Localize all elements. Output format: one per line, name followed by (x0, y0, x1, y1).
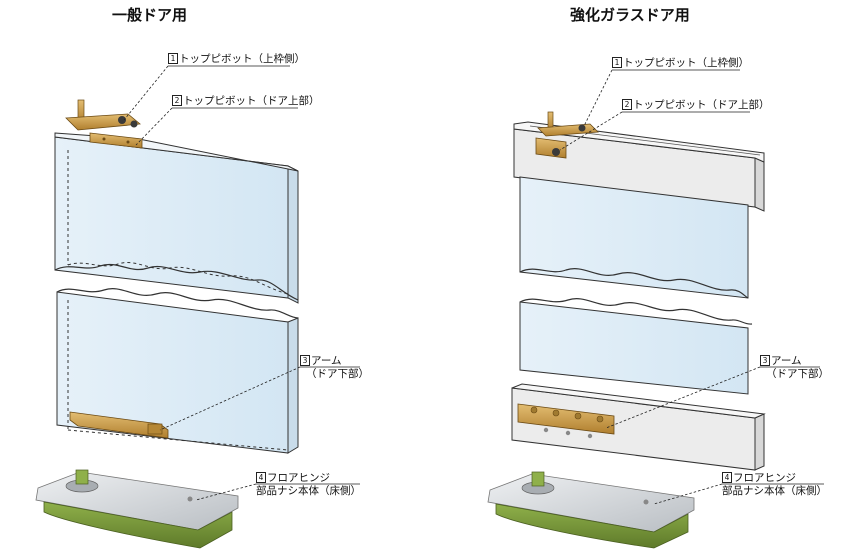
bottom-rail (511, 383, 766, 471)
part-number-1-right: 1 (612, 57, 622, 68)
top-pivot-door-top-glass (535, 137, 567, 159)
part-name-2-right: トップピボット（ドア上部） (633, 99, 770, 111)
part-number-1: 1 (168, 53, 178, 64)
title-tempered-glass-door: 強化ガラスドア用 (570, 6, 690, 24)
part-name-1: トップピボット（上枠側） (179, 53, 305, 65)
part-name-3: アーム (311, 355, 342, 367)
part-sub-3: （ドア下部） (306, 368, 369, 380)
part-number-2-right: 2 (622, 99, 632, 110)
floor-hinge-body-glass (487, 471, 695, 549)
part-number-4: 4 (256, 472, 266, 483)
part-name-4-right: フロアヒンジ (733, 472, 796, 484)
part-sub-3-right: （ドア下部） (766, 368, 829, 380)
door-lower-piece (56, 288, 299, 454)
part-name-4: フロアヒンジ (267, 472, 330, 484)
part-name-2: トップピボット（ドア上部） (183, 95, 320, 107)
part-name-3-right: アーム (771, 355, 802, 367)
tempered-glass-door-diagram (487, 111, 766, 549)
top-pivot-door-top (89, 132, 143, 149)
top-pivot-frame-side (65, 99, 141, 131)
general-door-diagram (35, 99, 299, 549)
glass-lower-piece (519, 298, 753, 395)
title-general-door: 一般ドア用 (112, 6, 188, 24)
floor-hinge-body (35, 469, 239, 549)
part-number-4-right: 4 (722, 472, 732, 483)
part-number-3: 3 (300, 355, 310, 366)
glass-upper-piece (519, 176, 749, 299)
arm-door-bottom (69, 411, 169, 439)
part-number-2: 2 (172, 95, 182, 106)
top-pivot-frame-side-glass (537, 111, 599, 137)
part-sub-4: 部品ナシ本体（床側） (256, 485, 361, 497)
leader-lines (123, 65, 824, 505)
arm-door-bottom-glass (517, 403, 615, 439)
part-name-1-right: トップピボット（上枠側） (623, 57, 749, 69)
part-sub-4-right: 部品ナシ本体（床側） (722, 485, 827, 497)
door-upper-piece (54, 132, 299, 304)
part-number-3-right: 3 (760, 355, 770, 366)
